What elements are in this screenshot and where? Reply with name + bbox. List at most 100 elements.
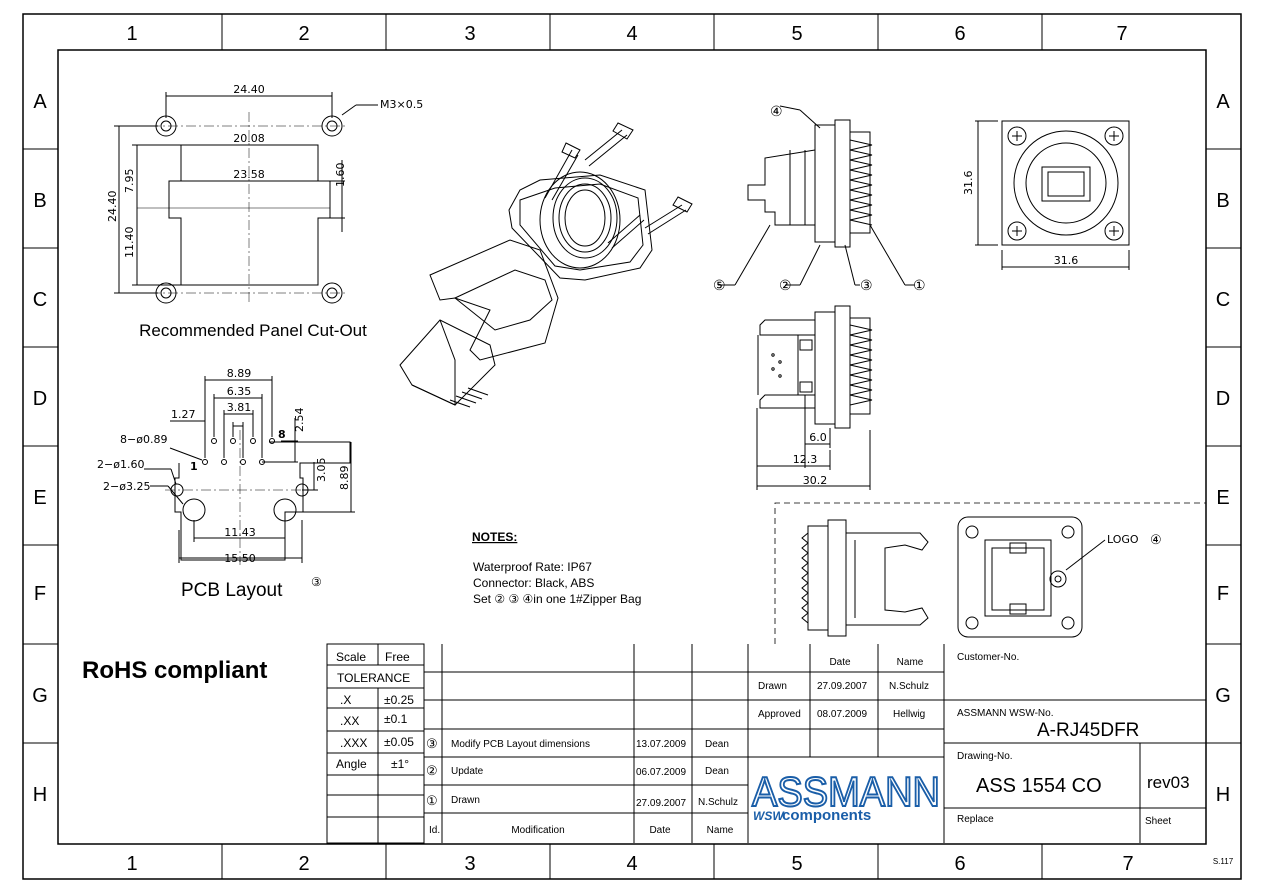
col-label-bottom-7: 7 xyxy=(1122,853,1133,875)
logo-callout-mark: ④ xyxy=(1150,532,1162,547)
logo-wordmark: ASSMANN xyxy=(752,768,940,815)
revision-3-id: ③ xyxy=(426,736,438,751)
revision-3-date: 13.07.2009 xyxy=(636,739,686,750)
approval-approved-date: 08.07.2009 xyxy=(817,709,867,720)
column-dividers xyxy=(221,14,1043,879)
logo-callout-label: LOGO xyxy=(1107,533,1139,546)
tolerance-value-xxx: ±0.05 xyxy=(384,735,414,749)
pcb-dim-15-50: 15.50 xyxy=(224,552,256,565)
col-label-bottom-4: 4 xyxy=(626,853,637,875)
balloon-3: ③ xyxy=(860,277,873,293)
cutout-dim-height: 24.40 xyxy=(106,191,119,223)
pcb-title-mark: ③ xyxy=(311,575,322,589)
exploded-view-drawing xyxy=(399,122,693,408)
sheet-label: Sheet xyxy=(1145,816,1171,827)
col-label-top-4: 4 xyxy=(626,23,637,45)
cutout-dim-upper: 7.95 xyxy=(123,169,136,194)
col-label-bottom-6: 6 xyxy=(954,853,965,875)
section-dim-12-3: 12.3 xyxy=(793,453,818,466)
row-label-left-h: H xyxy=(33,784,47,806)
cutout-dim-inner-width: 20.08 xyxy=(233,132,265,145)
col-label-bottom-3: 3 xyxy=(464,853,475,875)
row-dividers xyxy=(23,148,1241,744)
logo-components: components xyxy=(782,807,871,824)
approval-approved-label: Approved xyxy=(758,709,801,720)
cutout-title: Recommended Panel Cut-Out xyxy=(139,321,367,340)
row-label-right-a: A xyxy=(1216,91,1230,113)
row-label-right-h: H xyxy=(1216,784,1230,806)
row-label-right-g: G xyxy=(1215,685,1231,707)
customer-no-label: Customer-No. xyxy=(957,652,1019,663)
section-view-drawing xyxy=(756,305,873,490)
revision-1-id: ① xyxy=(426,793,438,808)
pcb-pin-8-label: 8 xyxy=(278,428,286,441)
col-label-bottom-1: 1 xyxy=(126,853,137,875)
revision-2-date: 06.07.2009 xyxy=(636,767,686,778)
row-label-left-d: D xyxy=(33,388,47,410)
drawing-no-value: ASS 1554 CO xyxy=(976,775,1102,797)
tolerance-key-angle: Angle xyxy=(336,757,367,771)
title-block-grid xyxy=(326,643,1206,844)
revision-3-name: Dean xyxy=(705,739,729,750)
cutout-dim-key-height: 1.60 xyxy=(334,163,347,188)
revision-1-name: N.Schulz xyxy=(698,797,738,808)
row-label-right-d: D xyxy=(1216,388,1230,410)
pcb-dim-8-holes: 8−ø0.89 xyxy=(120,433,167,446)
notes-line-2: Connector: Black, ABS xyxy=(473,576,594,590)
approval-approved-name: Hellwig xyxy=(893,709,925,720)
col-label-top-7: 7 xyxy=(1116,23,1127,45)
cutout-dim-thread: M3×0.5 xyxy=(380,98,423,111)
revision-header-id: Id. xyxy=(429,825,440,836)
approval-drawn-date: 27.09.2007 xyxy=(817,681,867,692)
row-label-left-e: E xyxy=(33,487,46,509)
row-label-left-f: F xyxy=(34,583,46,605)
tolerance-heading: TOLERANCE xyxy=(337,671,410,685)
pcb-dim-1-27: 1.27 xyxy=(171,408,196,421)
col-label-bottom-2: 2 xyxy=(298,853,309,875)
detail-box: LOGO ④ xyxy=(774,502,1206,644)
revision-header-date: Date xyxy=(649,825,671,836)
tolerance-scale-value: Free xyxy=(385,650,410,664)
pcb-dim-2-holes-1-60: 2−ø1.60 xyxy=(97,458,144,471)
pcb-pin-1-label: 1 xyxy=(190,460,198,473)
revision-header-name: Name xyxy=(707,825,734,836)
balloon-2: ② xyxy=(779,277,792,293)
row-label-left-b: B xyxy=(33,190,46,212)
col-label-top-6: 6 xyxy=(954,23,965,45)
pcb-dim-3-81: 3.81 xyxy=(227,401,252,414)
rohs-label: RoHS compliant xyxy=(82,657,267,684)
row-label-right-f: F xyxy=(1217,583,1229,605)
revision-header-modification: Modification xyxy=(511,825,564,836)
pcb-dim-2-54: 2.54 xyxy=(293,408,306,433)
col-label-top-3: 3 xyxy=(464,23,475,45)
tolerance-key-x: .X xyxy=(340,693,351,707)
approval-drawn-name: N.Schulz xyxy=(889,681,929,692)
drawing-no-label: Drawing-No. xyxy=(957,751,1013,762)
replace-label: Replace xyxy=(957,814,994,825)
logo-prefix: WSW xyxy=(753,809,785,823)
section-dim-6-0: 6.0 xyxy=(809,431,827,444)
front-view-drawing xyxy=(975,120,1130,270)
pcb-dim-8-89: 8.89 xyxy=(227,367,252,380)
pcb-dim-3-05: 3.05 xyxy=(315,458,328,483)
col-label-top-2: 2 xyxy=(298,23,309,45)
row-label-left-g: G xyxy=(32,685,48,707)
revision-2-name: Dean xyxy=(705,766,729,777)
col-label-bottom-5: 5 xyxy=(791,853,802,875)
revision-1-date: 27.09.2007 xyxy=(636,798,686,809)
tolerance-value-x: ±0.25 xyxy=(384,693,414,707)
tolerance-key-xx: .XX xyxy=(340,714,359,728)
cutout-dim-width: 24.40 xyxy=(233,83,265,96)
cutout-dim-key-width: 23.58 xyxy=(233,168,265,181)
row-label-left-a: A xyxy=(33,91,47,113)
approval-drawn-label: Drawn xyxy=(758,681,787,692)
notes-line-1: Waterproof Rate: IP67 xyxy=(473,560,592,574)
notes-line-3: Set ② ③ ④in one 1#Zipper Bag xyxy=(473,592,641,606)
revision-2-id: ② xyxy=(426,763,438,778)
balloon-1: ① xyxy=(913,277,926,293)
approval-date-header: Date xyxy=(829,657,851,668)
col-label-top-5: 5 xyxy=(791,23,802,45)
front-dim-width: 31.6 xyxy=(1054,254,1079,267)
tolerance-value-xx: ±0.1 xyxy=(384,712,408,726)
